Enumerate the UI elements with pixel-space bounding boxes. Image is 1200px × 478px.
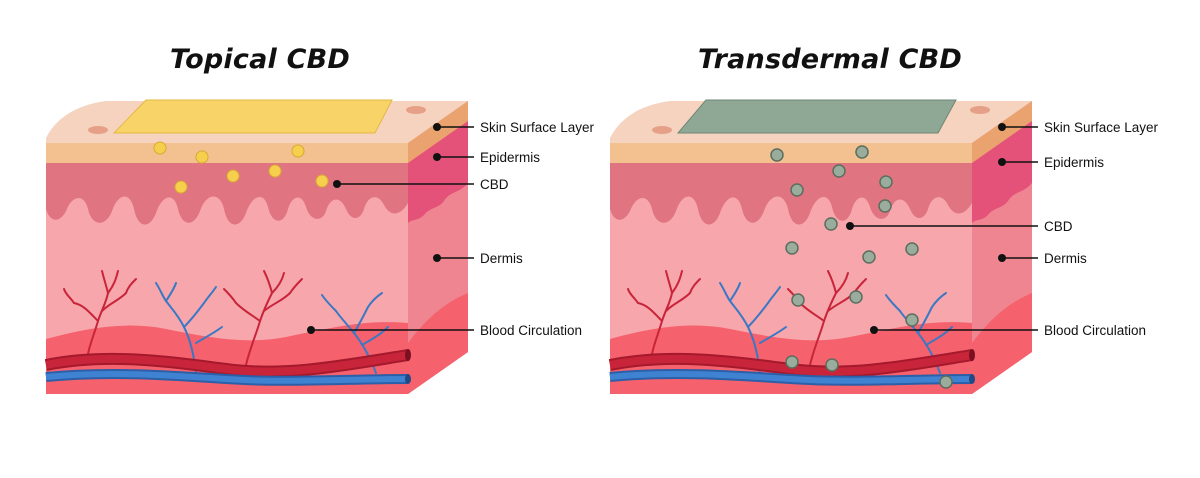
topical-skin-surface-label: Skin Surface Layer — [480, 120, 595, 135]
topical-dermis-label: Dermis — [480, 251, 523, 266]
topical-blood-label: Blood Circulation — [480, 323, 582, 338]
topical-cbd-label: CBD — [480, 177, 509, 192]
topical-cbd-title: Topical CBD — [170, 44, 350, 75]
transdermal-skin-surface-label: Skin Surface Layer — [1044, 120, 1159, 135]
transdermal-cbd-particles — [770, 145, 953, 389]
transdermal-cbd-title: Transdermal CBD — [697, 44, 963, 75]
topical-cbd-particles — [153, 141, 329, 194]
transdermal-dermis-label: Dermis — [1044, 251, 1087, 266]
transdermal-skin-block: Skin Surface Layer Epidermis CBD Dermis … — [610, 100, 1159, 394]
transdermal-epidermis-label: Epidermis — [1044, 155, 1104, 170]
topical-skin-block: Skin Surface Layer Epidermis CBD Dermis … — [46, 100, 595, 394]
transdermal-patch — [676, 99, 957, 134]
topical-epidermis-label: Epidermis — [480, 150, 540, 165]
transdermal-cbd-label: CBD — [1044, 219, 1073, 234]
transdermal-blood-label: Blood Circulation — [1044, 323, 1146, 338]
topical-patch — [112, 99, 393, 134]
